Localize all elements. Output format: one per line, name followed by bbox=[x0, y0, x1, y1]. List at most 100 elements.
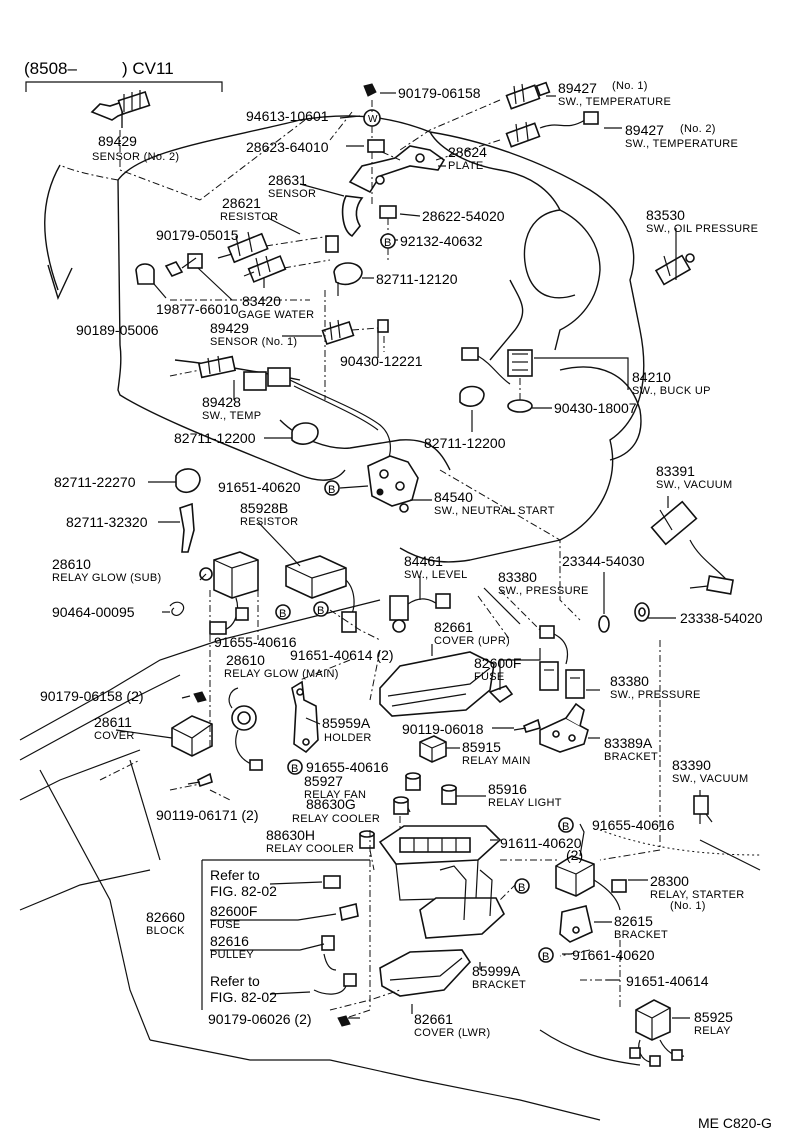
gage-water-part bbox=[243, 255, 287, 283]
label-fuse-b: FUSE bbox=[210, 919, 241, 931]
sw-temperature-no2-part bbox=[505, 111, 599, 148]
model-range-header: (8508– ) CV11 bbox=[24, 59, 223, 92]
label-23338: 23338-54020 bbox=[680, 610, 763, 626]
label-28624: 28624 bbox=[448, 144, 487, 160]
relay-cooler-h-part bbox=[359, 830, 375, 849]
label-91655-40616a: 91655-40616 bbox=[214, 634, 297, 650]
label-85959a: 85959A bbox=[322, 715, 371, 731]
rings-part bbox=[598, 602, 650, 633]
label-91651-40614b: 91651-40614 bbox=[626, 973, 709, 989]
marker-w: W bbox=[368, 114, 378, 125]
marker-letter: B bbox=[518, 882, 525, 894]
label-91651-40620: 91651-40620 bbox=[218, 479, 301, 495]
label-28631: 28631 bbox=[268, 172, 307, 188]
label-89427-no2-sfx: (No. 2) bbox=[680, 123, 716, 135]
label-88630h: 88630H bbox=[266, 827, 315, 843]
label-cover: COVER bbox=[94, 730, 135, 742]
label-refer1: Refer to bbox=[210, 867, 260, 883]
plate-sensor-bracket bbox=[325, 145, 446, 253]
label-82616: 82616 bbox=[210, 933, 249, 949]
label-85999a: 85999A bbox=[472, 963, 521, 979]
label-91611-qty: (2) bbox=[566, 847, 583, 863]
callout-lines bbox=[115, 92, 701, 1019]
clamp-12120-part bbox=[333, 262, 363, 296]
label-19877: 19877-66010 bbox=[156, 301, 239, 317]
b-marker: B bbox=[287, 759, 303, 775]
label-holder: HOLDER bbox=[324, 732, 372, 744]
label-85927: 85927 bbox=[304, 773, 343, 789]
label-28611: 28611 bbox=[94, 714, 132, 730]
label-refer2: Refer to bbox=[210, 973, 260, 989]
label-83530: 83530 bbox=[646, 207, 685, 223]
label-90179-05015: 90179-05015 bbox=[156, 227, 239, 243]
label-sw-vacuum-b: SW., VACUUM bbox=[672, 773, 748, 785]
relay-light-part bbox=[441, 784, 457, 805]
part-labels: 89429 SENSOR (No. 2) 90179-06158 94613-1… bbox=[40, 80, 772, 1131]
label-90430-18007: 90430-18007 bbox=[554, 400, 637, 416]
label-83380a: 83380 bbox=[498, 569, 537, 585]
label-91655-40616c: 91655-40616 bbox=[592, 817, 675, 833]
label-90189: 90189-05006 bbox=[76, 322, 159, 338]
bracket-83389a-part bbox=[539, 702, 589, 753]
nut-06158-part bbox=[193, 691, 207, 703]
label-23344: 23344-54030 bbox=[562, 553, 645, 569]
label-sw-temp-b: SW., TEMPERATURE bbox=[625, 138, 738, 150]
b-marker: B bbox=[275, 604, 291, 620]
block-subparts bbox=[313, 875, 359, 1027]
label-83390: 83390 bbox=[672, 757, 711, 773]
footer-code: ME C820-G bbox=[698, 1115, 772, 1131]
label-fuse-a: FUSE bbox=[474, 671, 505, 683]
label-relay-cooler-a: RELAY COOLER bbox=[292, 813, 380, 825]
label-cover-upr: COVER (UPR) bbox=[434, 635, 510, 647]
leader-lines bbox=[99, 99, 661, 1021]
label-91661: 91661-40620 bbox=[572, 947, 655, 963]
label-90119-06171: 90119-06171 (2) bbox=[156, 807, 258, 823]
label-28610b: 28610 bbox=[226, 652, 265, 668]
clip-90464-part bbox=[169, 601, 185, 616]
resistor-28621-part bbox=[217, 231, 269, 264]
label-relay: RELAY bbox=[694, 1025, 731, 1037]
sw-pressure-part bbox=[539, 625, 585, 699]
sw-vacuum-83391-part bbox=[650, 500, 734, 595]
clamp-12200b-part bbox=[459, 385, 485, 407]
label-cover-lwr: COVER (LWR) bbox=[414, 1027, 490, 1039]
label-relay-starter-no: (No. 1) bbox=[670, 900, 706, 912]
b-marker: B bbox=[313, 601, 329, 617]
label-85915: 85915 bbox=[462, 739, 501, 755]
bracket-32320-part bbox=[179, 502, 195, 553]
label-82661b: 82661 bbox=[414, 1011, 453, 1027]
direction-arrow bbox=[44, 164, 119, 300]
marker-letter: B bbox=[279, 608, 286, 620]
label-85916: 85916 bbox=[488, 781, 527, 797]
sw-temp-harness-part bbox=[197, 355, 391, 461]
b-marker: B bbox=[558, 817, 574, 833]
marker-letter: B bbox=[542, 951, 549, 963]
label-fig2: FIG. 82-02 bbox=[210, 989, 277, 1005]
label-90179-06026: 90179-06026 (2) bbox=[208, 1011, 312, 1027]
relay-fan-part bbox=[405, 772, 421, 791]
bracket-82615-part bbox=[559, 905, 593, 943]
label-82600f-a: 82600F bbox=[474, 655, 521, 671]
label-89427-no2: 89427 bbox=[625, 122, 664, 138]
sensor-no1-part bbox=[321, 319, 389, 345]
label-sw-temp: SW., TEMP bbox=[202, 410, 261, 422]
cover-28611-part bbox=[171, 715, 213, 757]
bracket-85999a-part bbox=[419, 865, 505, 939]
neutral-start-switch-part bbox=[367, 455, 419, 513]
sw-buck-up-part bbox=[461, 347, 533, 413]
marker-letter: B bbox=[384, 237, 391, 249]
label-sensor: SENSOR bbox=[268, 188, 316, 200]
label-28621: 28621 bbox=[222, 195, 261, 211]
label-relay-light: RELAY LIGHT bbox=[488, 797, 562, 809]
label-relay-main: RELAY MAIN bbox=[462, 755, 531, 767]
label-94613: 94613-10601 bbox=[246, 108, 329, 124]
label-89429-mid: 89429 bbox=[210, 320, 249, 336]
label-82711-12200a: 82711-12200 bbox=[174, 430, 256, 446]
cover-upper-part bbox=[379, 651, 495, 717]
marker-letter: B bbox=[328, 484, 335, 496]
left-small-parts bbox=[135, 253, 203, 285]
label-88630g: 88630G bbox=[306, 796, 356, 812]
label-relay-fan: RELAY FAN bbox=[304, 789, 366, 801]
relay-main-part bbox=[419, 735, 447, 763]
label-83389a: 83389A bbox=[604, 735, 653, 751]
